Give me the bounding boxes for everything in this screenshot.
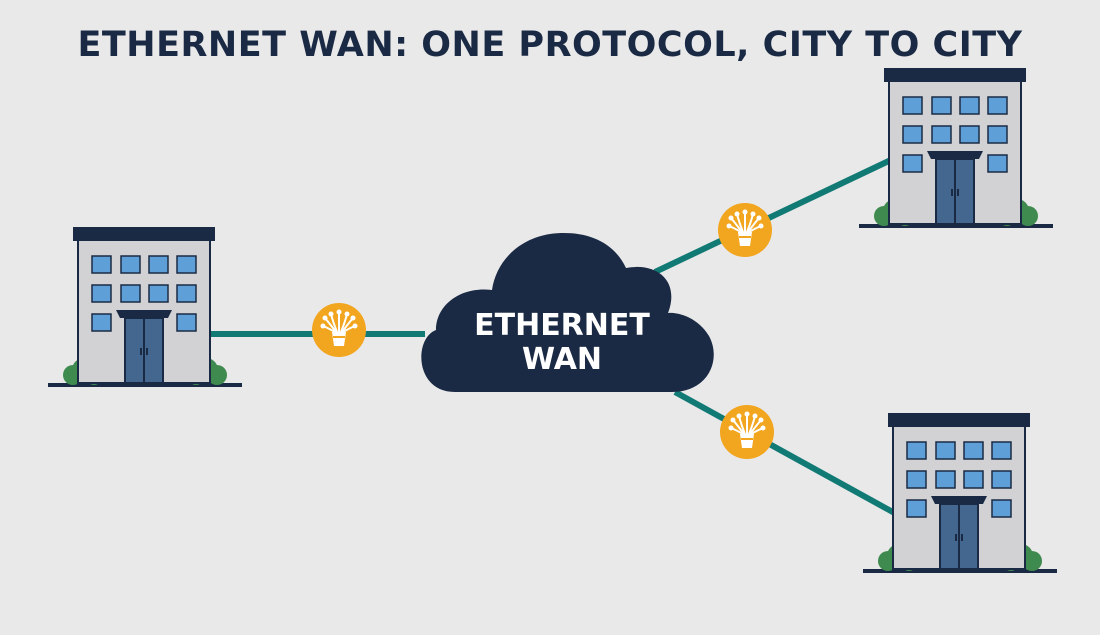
office-building-icon [858, 67, 1054, 229]
office-building-icon [862, 412, 1058, 574]
fiber-optic-icon [719, 404, 775, 460]
diagram-title: ETHERNET WAN: ONE PROTOCOL, CITY TO CITY [77, 25, 1023, 65]
cloud-label-line2: WAN [522, 342, 602, 377]
link-line-top-right [653, 155, 897, 275]
ethernet-wan-cloud: ETHERNET WAN [421, 233, 714, 392]
link-line-bottom-right [673, 389, 902, 519]
fiber-optic-icon [311, 302, 367, 358]
fiber-optic-icon [717, 202, 773, 258]
office-building-icon [47, 226, 243, 388]
cloud-label-line1: ETHERNET [474, 308, 650, 343]
